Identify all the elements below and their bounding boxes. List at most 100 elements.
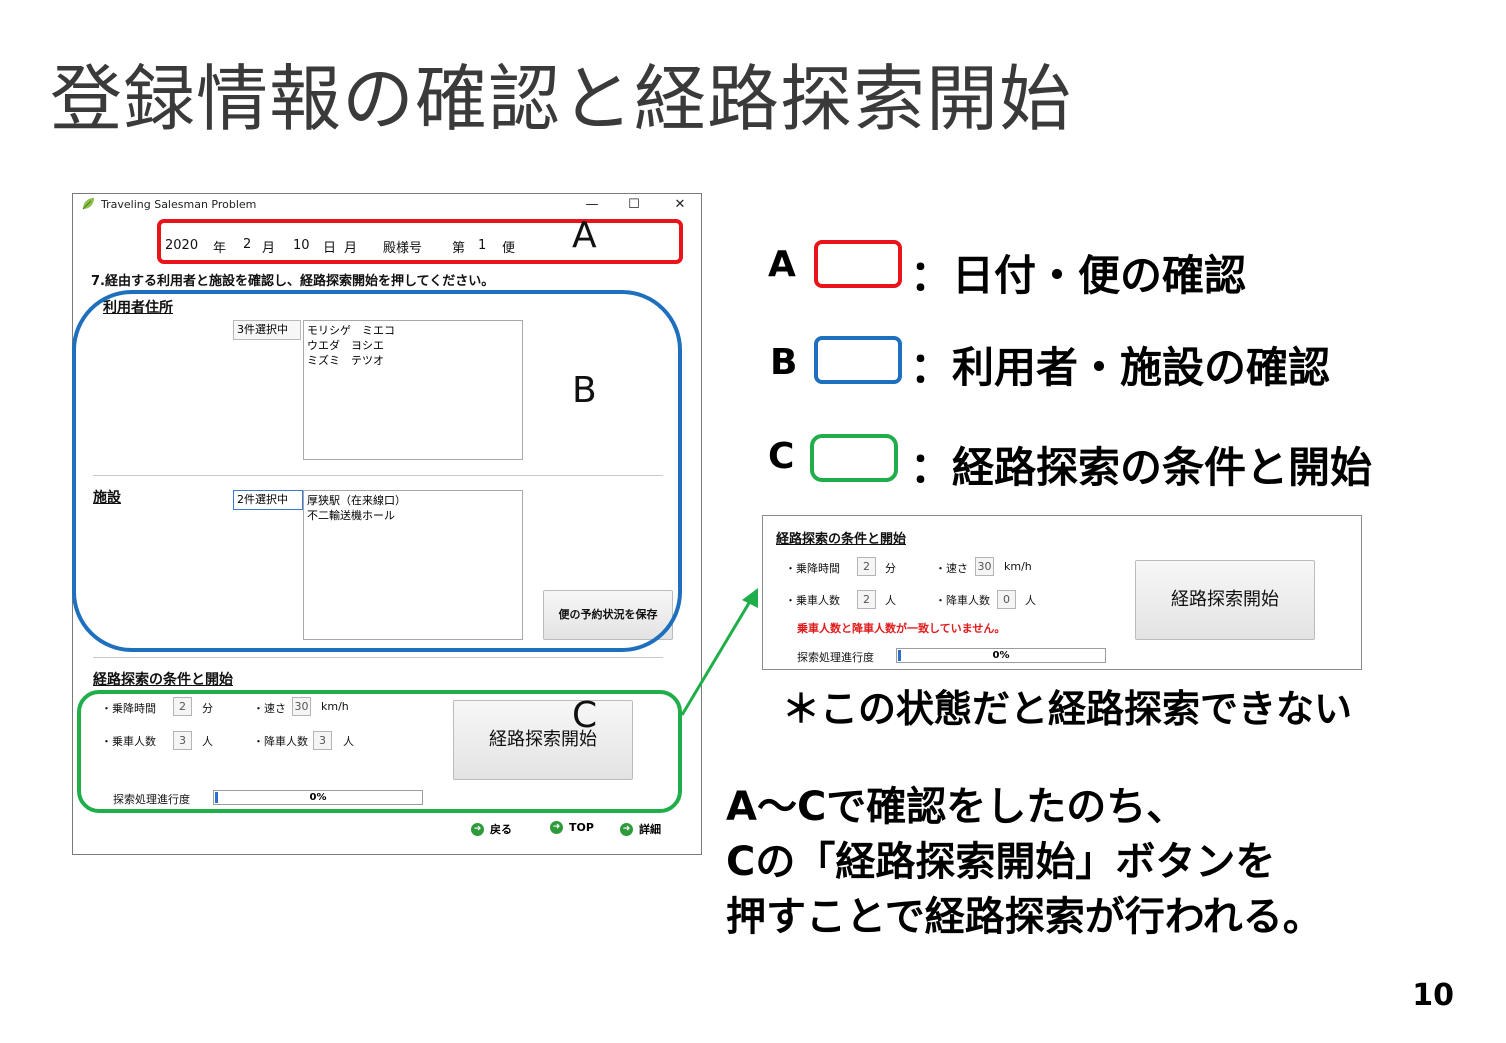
inset-heading: 経路探索の条件と開始 [776, 532, 907, 547]
callout-b: B [572, 370, 597, 411]
legend-letter: C [768, 436, 795, 477]
riders-unit: 人 [202, 735, 213, 748]
inset-progress-label: 探索処理進行度 [797, 651, 874, 664]
inset-riders-unit: 人 [885, 594, 896, 607]
back-link[interactable]: ➜ 戻る [471, 821, 512, 837]
callout-a: A [572, 215, 597, 256]
arrow-right-icon: ➜ [471, 822, 484, 836]
alighting-unit: 人 [343, 735, 354, 748]
header-trip-prefix: 第 [452, 241, 466, 256]
inset-progress-fill [898, 650, 901, 661]
detail-link[interactable]: ➜ 詳細 [620, 821, 661, 837]
header-day: 10 [293, 238, 310, 253]
inset-progress-bar: 0% [896, 648, 1106, 663]
divider [93, 657, 663, 658]
inset-speed-input[interactable]: 30 [975, 557, 994, 576]
alighting-label: ・降車人数 [253, 735, 308, 748]
detail-label: 詳細 [639, 823, 661, 836]
users-listbox[interactable]: モリシゲ ミエコ ウエダ ヨシエ ミズミ テツオ [303, 320, 523, 460]
inset-riders-label: ・乗車人数 [785, 594, 840, 607]
top-label: TOP [569, 821, 594, 834]
facilities-listbox[interactable]: 厚狭駅（在来線口） 不二輸送機ホール [303, 490, 523, 640]
legend-text: ：利用者・施設の確認 [910, 343, 1331, 392]
header-month-unit: 月 [262, 241, 276, 256]
boarding-time-label: ・乗降時間 [101, 702, 156, 715]
speed-label: ・速さ [253, 702, 286, 715]
explanation-line: Cの「経路探索開始」ボタンを [726, 839, 1276, 885]
inset-warning: 乗車人数と降車人数が一致していません。 [797, 622, 1006, 635]
explanation-line: 押すことで経路探索が行われる。 [726, 894, 1323, 940]
highlight-a [157, 219, 683, 264]
inset-boarding-time-label: ・乗降時間 [785, 562, 840, 575]
highlight-b [72, 290, 682, 652]
legend: A ：日付・便の確認 B ：利用者・施設の確認 C ：経路探索の条件と開始 [768, 240, 1488, 500]
legend-swatch [814, 240, 902, 288]
list-item[interactable]: モリシゲ ミエコ [307, 324, 395, 337]
highlight-c [77, 690, 682, 813]
header-vehicle: 殿様号 [383, 241, 423, 256]
facilities-selected-count: 2件選択中 [233, 490, 303, 510]
inset-speed-label: ・速さ [935, 562, 968, 575]
progress-fill [215, 792, 218, 803]
legend-text: ：日付・便の確認 [910, 251, 1247, 300]
inset-alighting-unit: 人 [1025, 594, 1036, 607]
search-heading: 経路探索の条件と開始 [93, 672, 233, 688]
window-title: Traveling Salesman Problem [101, 198, 257, 211]
list-item[interactable]: ウエダ ヨシエ [307, 339, 384, 352]
header-trip-unit: 便 [502, 241, 516, 256]
list-item[interactable]: 厚狭駅（在来線口） [307, 494, 406, 507]
inset-boarding-time-unit: 分 [885, 562, 896, 575]
arrow-connector [680, 588, 758, 716]
header-month: 2 [243, 237, 252, 252]
progress-text: 0% [309, 792, 327, 803]
inset-screenshot: 経路探索の条件と開始 ・乗降時間 2 分 ・速さ 30 km/h ・乗車人数 2… [762, 515, 1362, 670]
instruction-text: 7.経由する利用者と施設を確認し、経路探索開始を押してください。 [91, 274, 495, 289]
window-titlebar: Traveling Salesman Problem — ☐ ✕ [73, 194, 701, 216]
callout-c: C [572, 695, 598, 736]
leaf-icon [82, 198, 94, 210]
legend-letter: B [770, 342, 798, 383]
minimize-button[interactable]: — [585, 197, 599, 212]
speed-input[interactable]: 30 [292, 697, 311, 716]
header-year: 2020 [165, 238, 199, 253]
back-label: 戻る [490, 823, 512, 836]
facilities-heading: 施設 [93, 490, 121, 506]
legend-letter: A [768, 244, 796, 285]
arrow-right-icon: ➜ [550, 821, 563, 834]
inset-alighting-input[interactable]: 0 [997, 590, 1016, 609]
legend-text: ：経路探索の条件と開始 [910, 443, 1373, 492]
header-day-unit: 日 [323, 241, 337, 256]
boarding-time-unit: 分 [202, 702, 213, 715]
inset-speed-unit: km/h [1004, 560, 1032, 573]
list-item[interactable]: ミズミ テツオ [307, 354, 384, 367]
header-year-unit: 年 [213, 241, 227, 256]
speed-unit: km/h [321, 700, 349, 713]
progress-bar: 0% [213, 790, 423, 805]
riders-input[interactable]: 3 [173, 731, 192, 750]
alighting-input[interactable]: 3 [313, 731, 332, 750]
inset-riders-input[interactable]: 2 [857, 590, 876, 609]
header-trip: 1 [478, 238, 487, 253]
arrow-right-icon: ➜ [620, 822, 633, 836]
start-search-button[interactable]: 経路探索開始 [453, 700, 633, 780]
progress-label: 探索処理進行度 [113, 793, 190, 806]
inset-start-search-button[interactable]: 経路探索開始 [1135, 560, 1315, 640]
explanation: A～Cで確認をしたのち、 Cの「経路探索開始」ボタンを 押すことで経路探索が行わ… [726, 780, 1323, 945]
inset-progress-text: 0% [992, 650, 1010, 661]
legend-swatch [814, 336, 902, 384]
explanation-line: A～Cで確認をしたのち、 [726, 784, 1187, 830]
maximize-button[interactable]: ☐ [628, 197, 640, 212]
riders-label: ・乗車人数 [101, 735, 156, 748]
boarding-time-input[interactable]: 2 [173, 697, 192, 716]
inset-alighting-label: ・降車人数 [935, 594, 990, 607]
legend-swatch [810, 434, 898, 482]
inset-boarding-time-input[interactable]: 2 [857, 557, 876, 576]
note-text: ＊この状態だと経路探索できない [782, 687, 1353, 731]
close-button[interactable]: ✕ [674, 197, 686, 212]
users-selected-count: 3件選択中 [233, 320, 301, 340]
top-link[interactable]: ➜ TOP [550, 821, 594, 834]
divider [93, 475, 663, 476]
slide-title: 登録情報の確認と経路探索開始 [50, 57, 1073, 141]
list-item[interactable]: 不二輸送機ホール [307, 509, 395, 522]
header-weekday: 月 [344, 241, 358, 256]
